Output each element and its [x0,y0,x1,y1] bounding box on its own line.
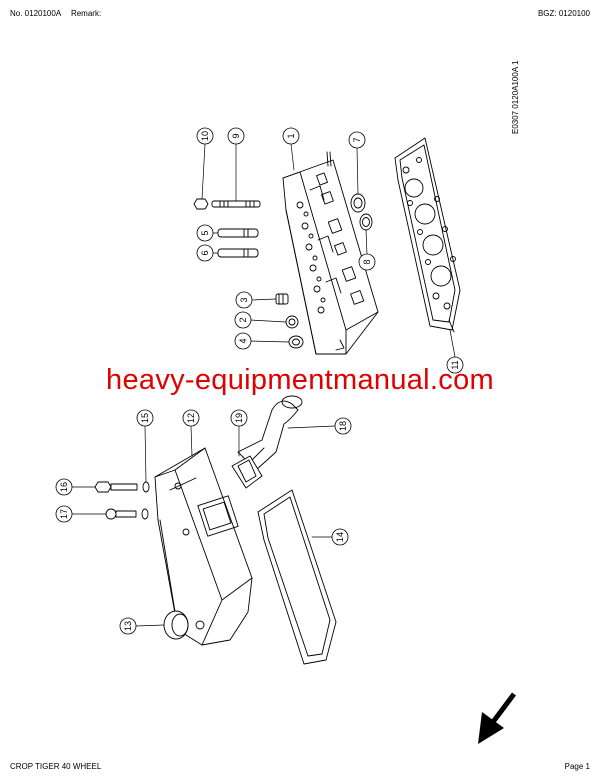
leader-lines [71,143,456,627]
seal-7-drawing [350,193,366,213]
callout-8: 8 [362,259,372,264]
oil-cap-13-drawing [163,610,189,640]
footer-model: CROP TIGER 40 WHEEL [10,762,102,771]
callout-10: 10 [200,131,210,141]
callout-5: 5 [200,230,210,235]
callout-13: 13 [123,621,133,631]
callout-circles [55,127,464,635]
head-gasket-drawing [394,137,461,333]
callout-12: 12 [186,413,196,423]
cap-2-drawing [285,315,299,329]
orientation-arrow-icon [478,692,516,744]
callout-2: 2 [238,317,248,322]
callout-16: 16 [59,482,69,492]
stud-9-drawing [211,200,261,208]
callout-19: 19 [234,413,244,423]
callout-9: 9 [231,133,241,138]
callout-3: 3 [239,297,249,302]
nut-10-drawing [193,198,209,210]
callout-6: 6 [200,250,210,255]
remark-label: Remark: [70,9,102,18]
plug-3-drawing [275,293,289,305]
document-number: No. 0120100A [10,9,61,18]
callout-4: 4 [238,338,248,343]
callout-14: 14 [335,532,345,542]
cylinder-head-drawing [282,151,379,355]
callout-7: 7 [352,137,362,142]
guide-5-drawing [217,228,259,238]
callout-numbers: 1 2 3 4 5 6 7 8 9 10 11 12 13 14 15 16 1… [59,131,460,631]
gasket-19-drawing [231,455,263,489]
bgz-code: BGZ: 0120100 [537,9,590,18]
cover-gasket-drawing [257,489,337,665]
rocker-cover-drawing [154,447,253,646]
watermark-text: heavy-equipmentmanual.com [106,364,494,396]
header-left: No. 0120100A Remark: [10,9,101,18]
cap-4-drawing [288,335,304,349]
callout-17: 17 [59,509,69,519]
guide-6-drawing [217,248,259,258]
footer-page-number: Page 1 [564,762,590,771]
callout-11: 11 [450,360,460,369]
callout-18: 18 [338,421,348,431]
bolt-16-drawing [94,481,150,493]
callout-15: 15 [140,413,150,423]
bolt-17-drawing [105,508,149,520]
page-header: No. 0120100A Remark: BGZ: 0120100 [0,0,600,24]
callout-1: 1 [286,133,296,138]
seal-8-drawing [359,213,373,231]
